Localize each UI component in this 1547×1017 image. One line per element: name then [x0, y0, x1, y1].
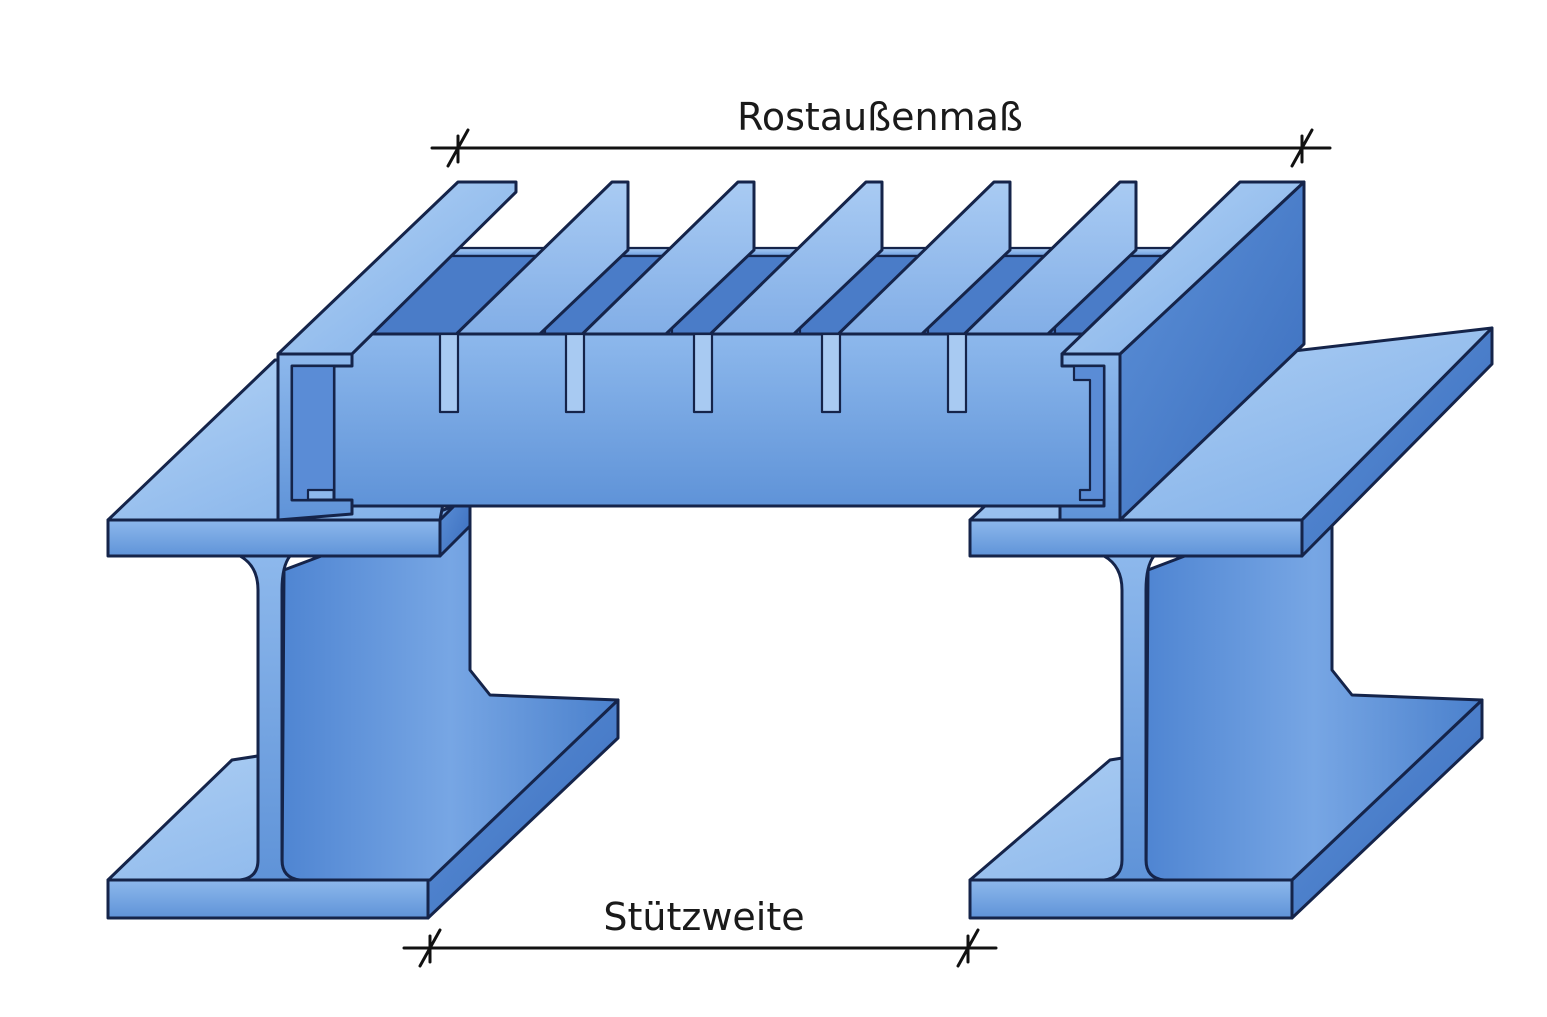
dimension-grating-outer: Rostaußenmaß: [430, 95, 1332, 168]
right-i-beam: [968, 326, 1494, 920]
span-label: Stützweite: [603, 895, 804, 939]
right-edge-channel: [1058, 180, 1306, 522]
grating-panel: [276, 180, 1306, 522]
left-edge-channel: [276, 180, 518, 522]
grating-outer-label: Rostaußenmaß: [737, 95, 1023, 139]
dimension-span: Stützweite: [402, 895, 998, 968]
bar-slots: [438, 332, 968, 414]
